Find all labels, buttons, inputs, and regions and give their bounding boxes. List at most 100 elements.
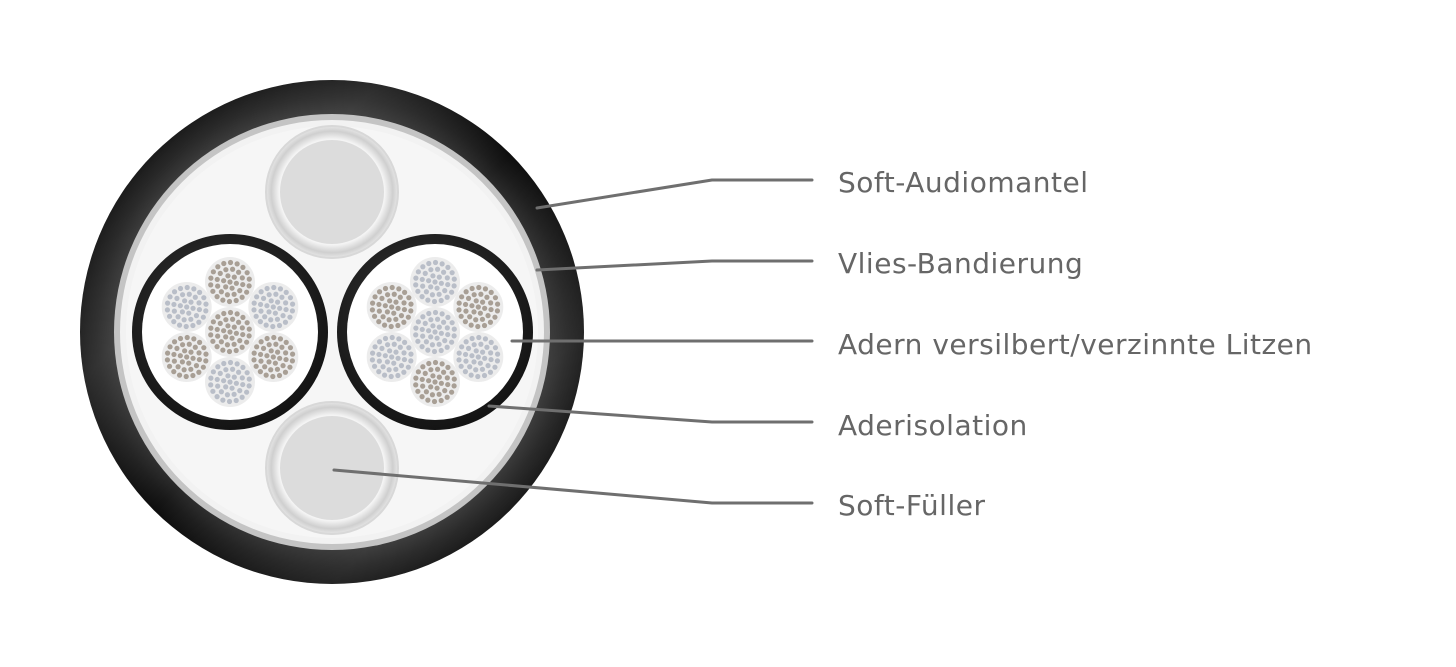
wire-strand [188,316,194,322]
wire-strand [382,285,389,292]
wire-strand [386,367,392,373]
wire-strand [193,313,200,319]
wire-strand [233,280,239,286]
wire-strand [236,319,242,325]
wire-strand [482,336,489,342]
wire-strand [164,350,171,356]
wire-strand [436,291,442,297]
wire-strand [384,309,390,315]
wire-strand [484,294,490,300]
wire-strand [244,270,250,276]
wire-strand [244,370,250,376]
wire-strand [405,314,411,320]
wire-strand [494,358,501,364]
wire-strand [463,289,469,295]
wire-strand [488,306,494,313]
wire-strand [465,345,472,351]
wire-strand [473,348,479,354]
wire-strand [190,322,196,329]
filler-top [265,125,399,259]
wire-strand [226,348,233,355]
wire-strand [192,344,198,350]
wire-strand [240,364,246,370]
fleece-wrapping [114,114,550,550]
leader-line-fleece [535,259,814,272]
wire-strand [391,310,397,316]
wire-strand [196,350,202,356]
wire-strand [174,345,180,351]
wire-strand [422,270,428,276]
wire-strand [268,348,274,354]
wire-strand [397,294,403,300]
wire-strand [475,354,481,360]
wire-strand [231,341,237,347]
wire-strand [197,339,203,345]
wire-strand [167,344,173,350]
wire-strand [246,383,252,389]
wire-strand [449,389,455,395]
wire-strand [432,329,438,335]
wire-strand [438,347,444,354]
wire-strand [430,323,436,329]
wire-strand [166,363,173,369]
label-fleece: Vlies-Bandierung [838,247,1083,280]
wire-strand [223,367,229,373]
wire-strand [240,281,246,288]
wire-strand [239,294,245,300]
wire-strand [236,269,242,275]
wire-strand [449,270,455,276]
wire-strand [441,319,447,325]
wire-strand [419,344,425,350]
wire-strand [184,284,190,291]
wire-strand [391,341,397,347]
wire-strand [266,359,272,365]
wire-strand [177,353,183,359]
label-filler: Soft-Füller [838,489,985,522]
wire-strand [268,317,274,323]
wire-strand [208,375,214,381]
wire-strand [408,351,414,357]
wire-strand [258,358,264,364]
wire-strand [420,333,426,339]
wire-strand [396,336,402,342]
wire-strand [468,372,474,378]
wire-strand [210,269,216,275]
wire-strand [494,301,501,307]
wire-strand [479,366,486,372]
core-right [337,234,533,430]
wire-strand [376,301,382,308]
wire-strand [369,357,376,363]
wire-strand [397,344,403,350]
wire-strand [218,389,224,395]
wire-strand [224,392,231,398]
wire-strand [434,285,440,291]
wire-strand [171,301,177,308]
wire-strand [210,288,216,294]
wire-strand [227,279,233,285]
wire-strand [221,360,227,367]
wire-strand [233,397,239,404]
wire-strand [423,289,429,295]
wire-strand [463,339,469,345]
wire-strand [467,364,473,370]
wire-strand [449,320,455,326]
wire-strand [393,349,399,355]
wire-strand [233,297,239,304]
wire-strand [487,319,494,325]
wire-strand [171,351,177,358]
wire-strand [167,294,173,300]
wire-strand [240,381,246,388]
wire-strand [393,316,399,322]
wire-strand [253,363,259,369]
wire-strand [480,349,486,355]
wire-strand [445,264,451,270]
wire-strand [287,295,294,301]
wire-strand [224,342,231,348]
wire-strand [253,313,259,319]
wire-strand [372,344,378,350]
wire-strand [246,326,252,332]
wire-strand [184,354,190,360]
wire-strand [381,322,388,328]
wire-strand [402,289,408,295]
wire-strand [465,295,472,301]
